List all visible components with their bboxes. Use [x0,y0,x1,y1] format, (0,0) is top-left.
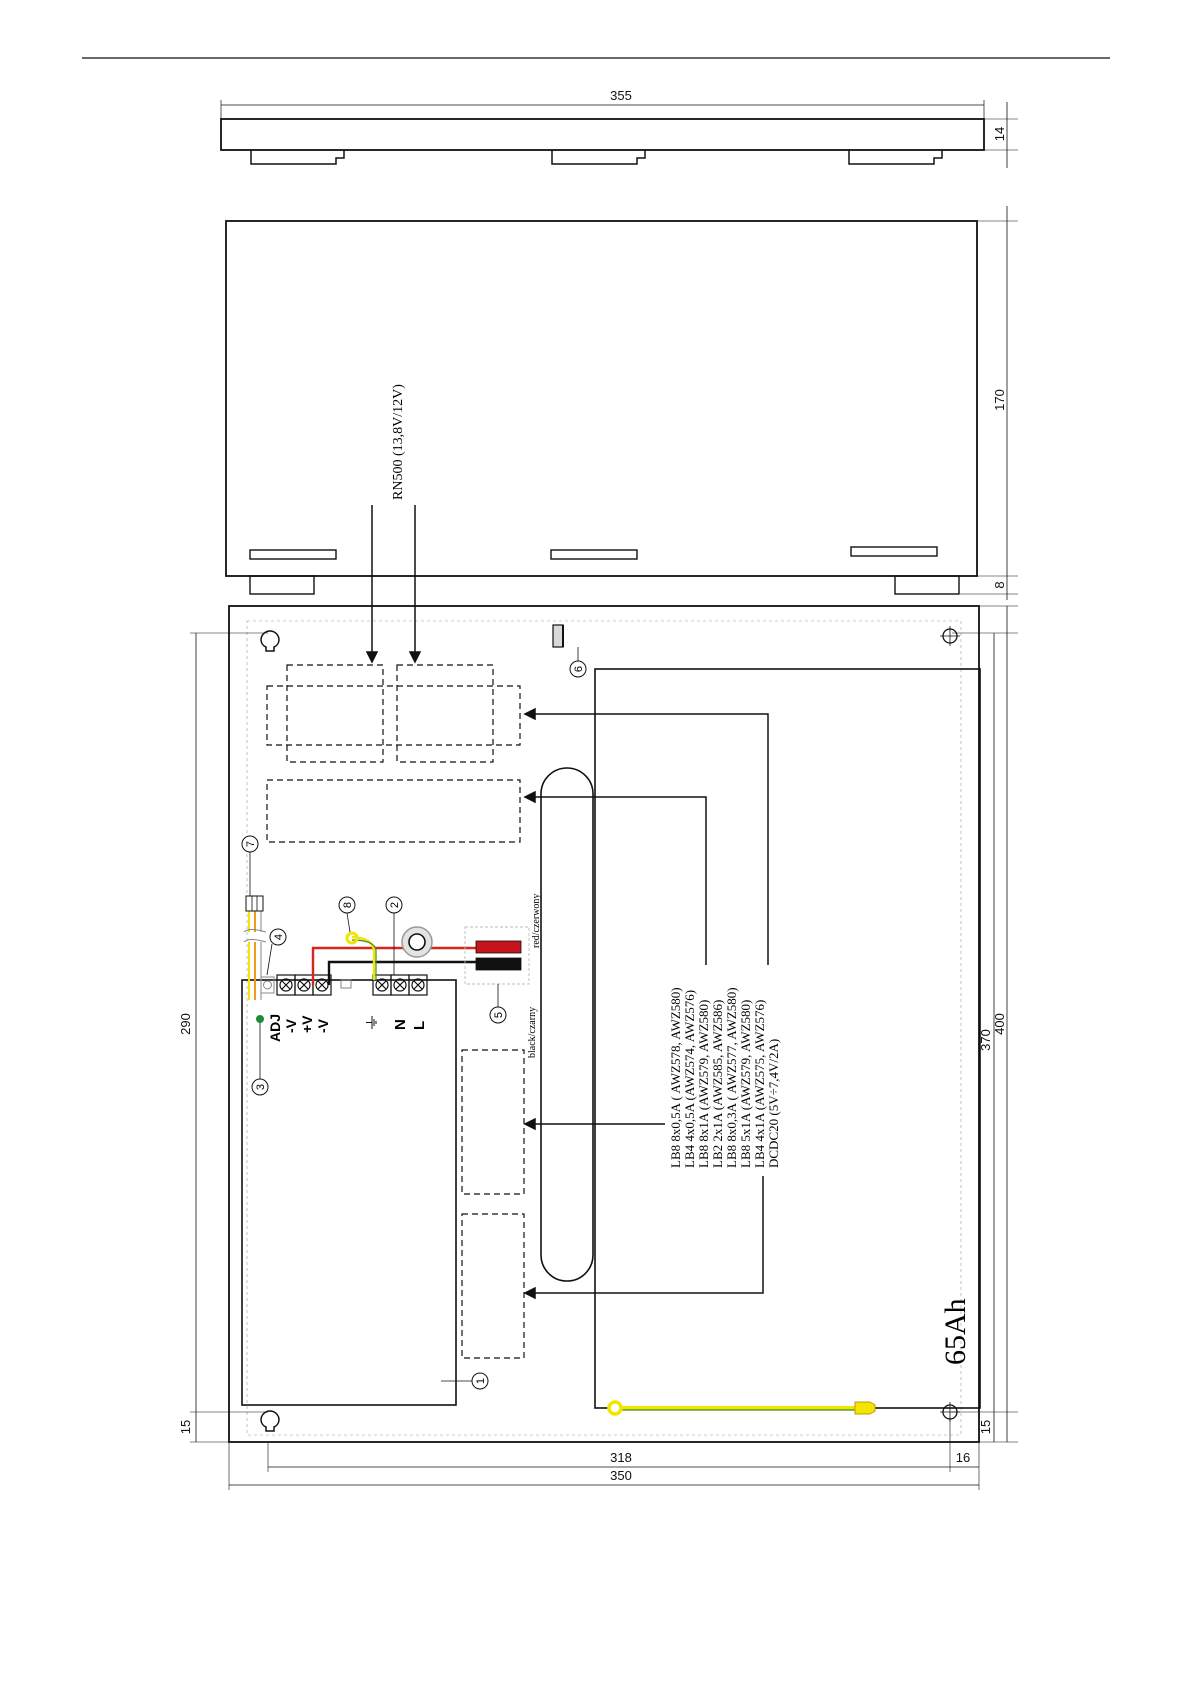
dim-15-left: 15 [178,1420,193,1434]
power-led [256,1015,264,1023]
module-slot-middle [266,779,521,843]
terminal-l: L [411,1021,428,1030]
terminal-minus-v1: -V [283,1018,299,1033]
module-slot-rn500-a [286,664,384,763]
fixing-hole-top [940,626,960,646]
terminal-n: N [392,1019,409,1030]
module-list-2: LB4 4x0,5A (AWZ574, AWZ576) [682,990,697,1168]
dim-170: 170 [992,389,1007,411]
svg-text:5: 5 [493,1012,505,1018]
module-list-8: DCDC20 (5V÷7,4V/2A) [766,1039,781,1168]
dim-350: 350 [610,1468,632,1483]
cover-view: RN500 (13,8V/12V) 170 8 [225,206,1018,600]
lid-tab-left [250,150,345,165]
svg-text:1: 1 [475,1378,487,1384]
rn500-arrows [365,505,422,664]
callout-5: 5 [489,984,507,1024]
battery-lead-frame [464,926,530,985]
battery-65ah [594,668,981,1409]
callout-6: 6 [569,647,587,678]
earth-strap-eyelet [607,1400,623,1416]
dim-355: 355 [610,88,632,103]
svg-text:6: 6 [573,666,585,672]
svg-text:2: 2 [389,902,401,908]
terminal-block [256,974,428,1023]
callout-8: 8 [338,896,356,933]
black-wire-label: black/czarny [527,1007,538,1058]
dim-16: 16 [956,1450,970,1465]
battery-label: 65Ah [939,1298,972,1365]
dim-400: 400 [992,1013,1007,1035]
dim-14: 14 [992,127,1007,141]
module-list-5: LB8 8x0,3A ( AWZ577, AWZ580) [724,987,739,1168]
tamper-bracket [552,624,564,648]
lid-body [220,118,985,151]
wire-black [327,960,485,985]
signal-connector [245,895,264,912]
svg-text:4: 4 [273,934,285,940]
module-slot-rn500-b [396,664,494,763]
callout-1: 1 [441,1372,489,1390]
cover-body [225,220,978,577]
module-slot-lower-b [461,1213,525,1359]
terminal-adj: ADJ [267,1014,283,1042]
backplate-view: 65Ah ADJ -V +V [178,505,1018,1490]
dim-290: 290 [178,1013,193,1035]
module-arrows [523,707,769,1300]
svg-text:3: 3 [255,1084,267,1090]
ground-symbol [366,1016,377,1029]
psu-module [241,979,457,1406]
svg-text:8: 8 [342,902,354,908]
cover-slot-center [550,549,638,560]
battery-lead-black [475,957,522,971]
module-list-6: LB8 5x1A (AWZ579, AWZ580) [738,1000,753,1168]
lid-view: 355 14 [220,88,1018,168]
earth-strap-lug [854,1401,876,1415]
backplate-inner-outline [246,620,962,1436]
callout-2: 2 [385,896,403,975]
cover-foot-left [249,575,315,595]
keyhole-top [260,630,280,652]
callout-4: 4 [266,928,287,976]
cover-foot-right [894,575,960,595]
lid-tab-right [848,150,943,165]
red-wire-label: red/czerwony [531,894,542,948]
cable-channel [540,767,594,1282]
module-list-4: LB2 2x1A (AWZ585, AWZ586) [710,1000,725,1168]
module-slot-top-wide [266,685,521,746]
backplate-dimensions [190,605,1018,1490]
module-list-7: LB4 4x1A (AWZ575, AWZ576) [752,1000,767,1168]
callout-7: 7 [241,835,259,896]
dim-370: 370 [978,1029,993,1051]
module-list-1: LB8 8x0,5A ( AWZ578, AWZ580) [668,987,683,1168]
dim-318: 318 [610,1450,632,1465]
backplate-body [228,605,980,1443]
terminal-plus-v: +V [299,1015,315,1033]
ground-eyelet [345,931,359,945]
lid-tab-center [551,150,646,165]
dim-15-right: 15 [978,1420,993,1434]
cover-slot-left [249,549,337,560]
rn500-label: RN500 (13,8V/12V) [391,384,406,500]
dim-8: 8 [992,581,1007,588]
svg-text:7: 7 [245,841,257,847]
battery-lead-red [475,940,522,954]
callout-3: 3 [251,1023,269,1096]
module-slot-lower-a [461,1049,525,1195]
keyhole-bottom [260,1410,280,1432]
terminal-minus-v2: -V [315,1018,331,1033]
cover-slot-right [850,546,938,557]
module-list-3: LB8 8x1A (AWZ579, AWZ580) [696,1000,711,1168]
